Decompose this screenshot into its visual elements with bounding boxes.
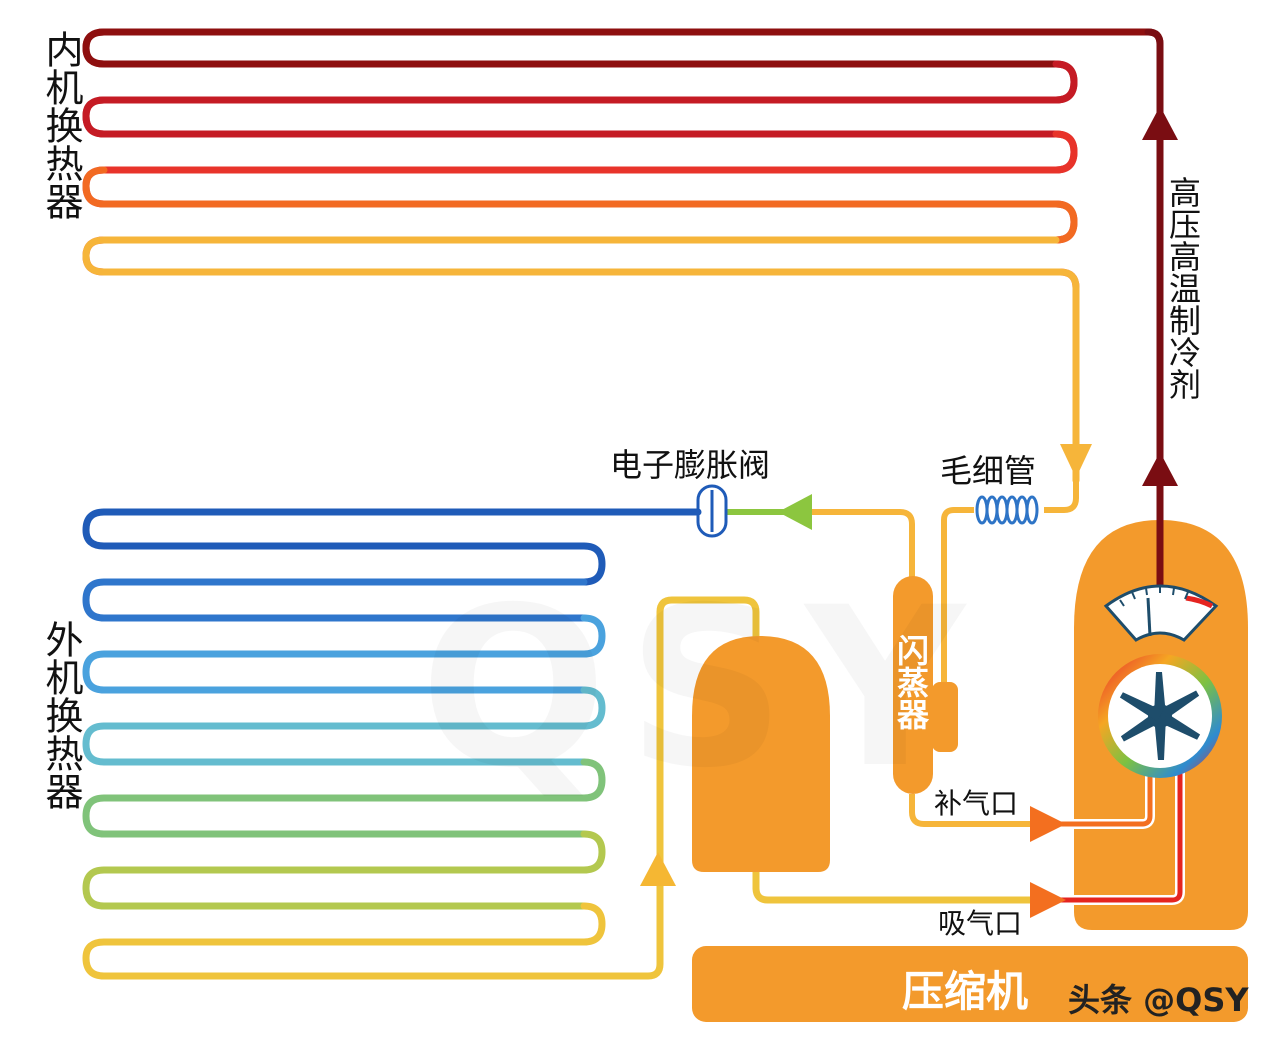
suction-port-label: 吸气口 xyxy=(938,907,1023,940)
expansion-valve-label: 电子膨胀阀 xyxy=(610,446,771,484)
flash-to-valve-line xyxy=(800,509,915,580)
arrow-right-icon xyxy=(1030,882,1066,918)
outdoor-coil xyxy=(82,508,1044,980)
compressor-base xyxy=(692,946,1248,1022)
flash-tank-label: 闪蒸器 xyxy=(892,634,930,730)
capillary-coil-icon xyxy=(975,495,1039,525)
pressure-gauge-icon xyxy=(1103,584,1219,642)
compressor-label: 压缩机 xyxy=(902,967,1029,1016)
arrow-left-icon xyxy=(778,494,812,530)
arrow-down-icon xyxy=(1060,444,1092,478)
indoor-exchanger-label: 内机换热器 xyxy=(39,30,83,220)
flash-tank-port xyxy=(932,682,958,752)
indoor-coil-bands xyxy=(82,28,1164,484)
arrow-right-icon xyxy=(1030,806,1066,842)
compressor-rotor-icon xyxy=(1098,654,1222,778)
arrow-up-icon xyxy=(1142,106,1178,140)
arrow-up-icon xyxy=(640,852,676,886)
outdoor-exchanger-label: 外机换热器 xyxy=(39,620,83,810)
credit-text: 头条 @QSY xyxy=(1068,981,1249,1019)
capillary-label: 毛细管 xyxy=(940,452,1037,490)
flash-tank xyxy=(893,576,933,794)
capillary-line xyxy=(941,440,1079,690)
expansion-valve-icon xyxy=(696,484,728,538)
injection-pipe xyxy=(1040,770,1153,827)
vapor-injection-port-label: 补气口 xyxy=(934,787,1019,820)
accumulator xyxy=(692,636,830,872)
injection-line xyxy=(909,794,1040,827)
suction-pipe xyxy=(1040,770,1183,903)
arrow-up-icon xyxy=(1142,452,1178,486)
high-pressure-refrigerant-label: 高压高温制冷剂 xyxy=(1164,176,1202,400)
